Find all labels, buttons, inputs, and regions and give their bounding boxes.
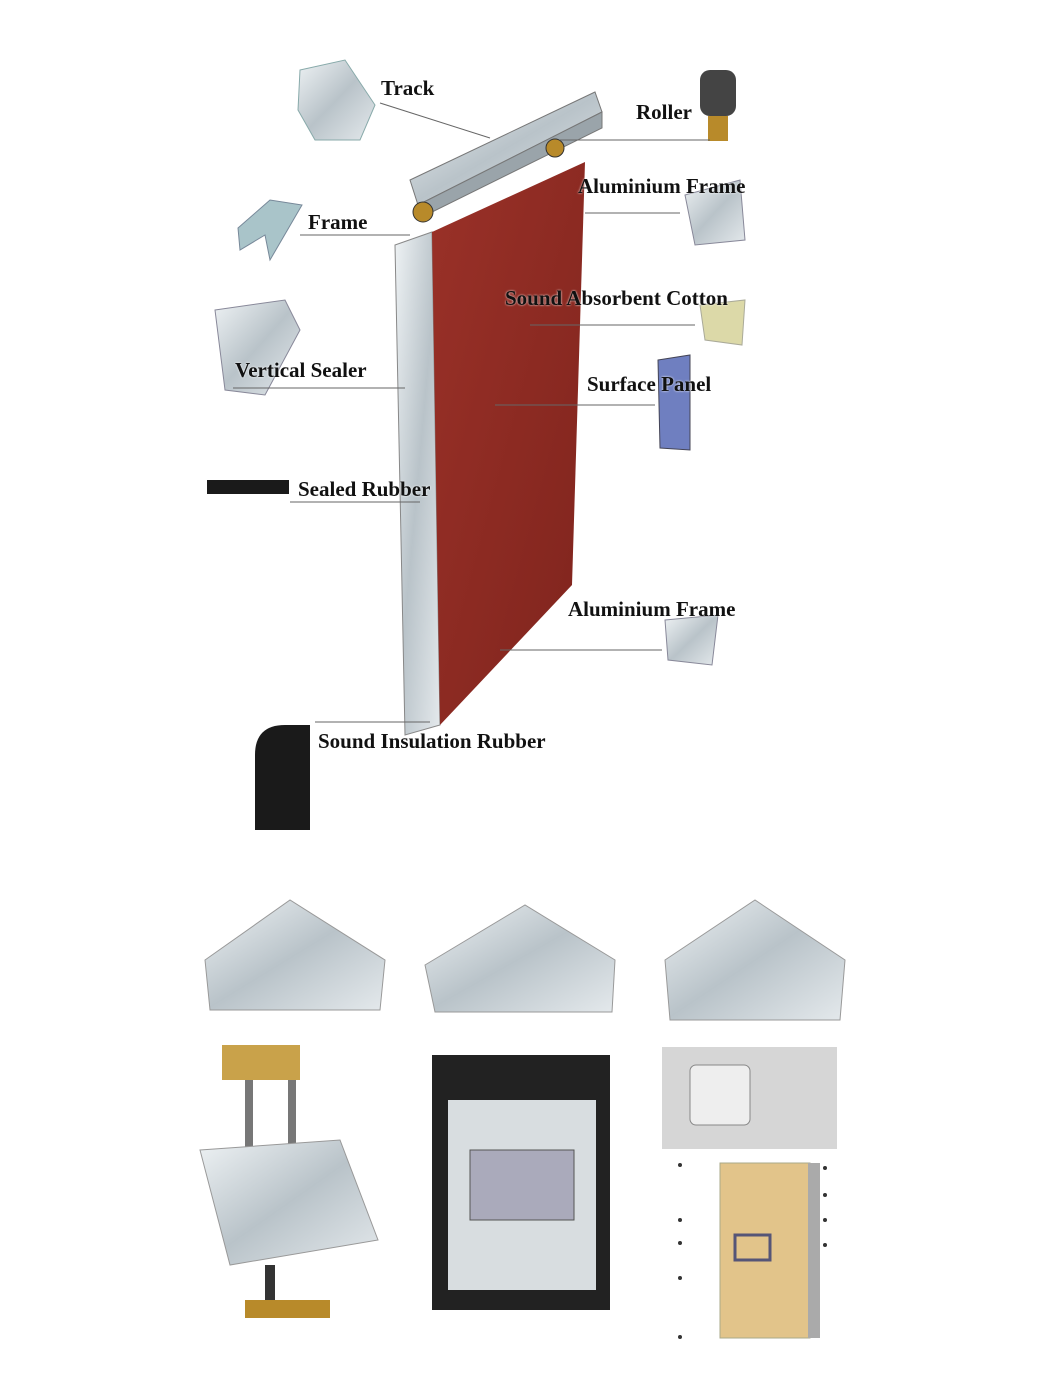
sound-insulation-rubber-icon: [255, 725, 310, 830]
label-sound-insulation-rubber: Sound Insulation Rubber: [318, 729, 546, 753]
frame-icon: [237, 199, 303, 262]
sealed-rubber-icon: [207, 480, 289, 494]
leader-lines: [233, 102, 710, 723]
aluminium-frame-top-icon: [684, 179, 746, 246]
label-surface-panel: Surface Panel: [587, 372, 712, 396]
label-aluminium-frame-bottom: Aluminium Frame: [568, 597, 736, 621]
label-frame: Frame: [308, 210, 368, 234]
label-sealed-rubber: Sealed Rubber: [298, 477, 431, 501]
label-track: Track: [381, 76, 435, 100]
door-panel: [394, 91, 603, 736]
track-icon: [297, 59, 376, 141]
roller-icon: [700, 70, 736, 141]
retractable-seal-mechanism-image: [432, 1055, 610, 1310]
t-connector-image: [204, 899, 386, 1011]
roller-assembly-image: [199, 1045, 379, 1318]
label-roller: Roller: [636, 100, 692, 124]
sound-absorbent-cotton-icon: [699, 299, 746, 346]
l-connector-image: [424, 904, 616, 1013]
surface-panel-icon: [657, 354, 691, 451]
cross-connector-image: [664, 899, 846, 1021]
door-elevation-image: [678, 1162, 827, 1339]
lock-accessories-image: [662, 1047, 837, 1149]
label-aluminium-frame-top: Aluminium Frame: [578, 174, 746, 198]
label-sound-absorbent-cotton: Sound Absorbent Cotton: [505, 286, 728, 310]
vertical-sealer-icon: [214, 299, 301, 396]
aluminium-frame-bottom-icon: [664, 614, 719, 666]
label-vertical-sealer: Vertical Sealer: [235, 358, 367, 382]
